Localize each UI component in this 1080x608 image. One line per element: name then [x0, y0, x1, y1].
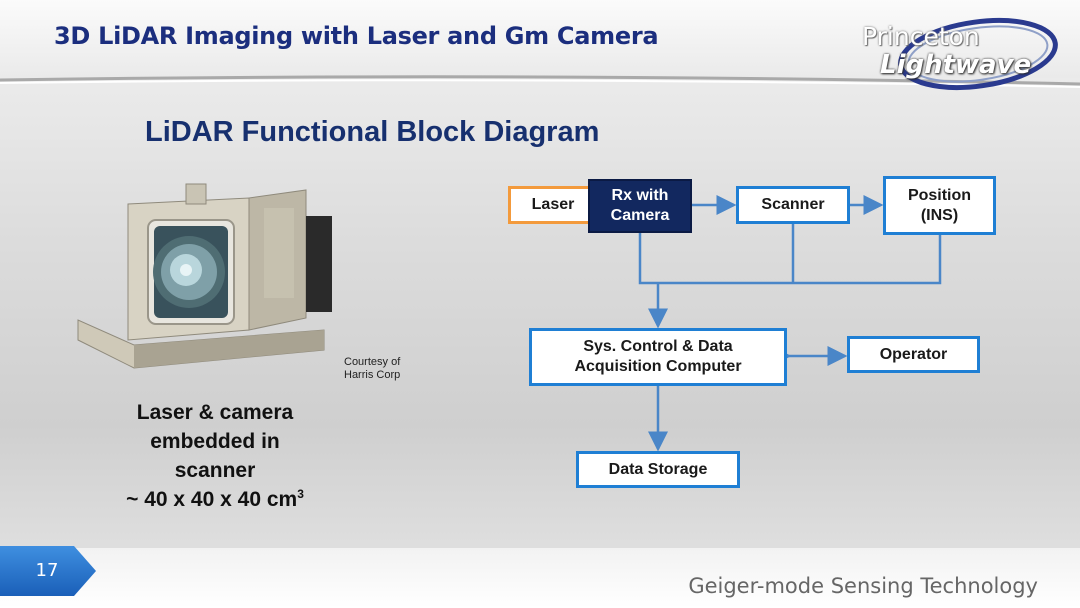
- block-laser: Laser: [508, 186, 598, 224]
- footer-tagline: Geiger-mode Sensing Technology: [688, 574, 1038, 598]
- block-position-ins: Position (INS): [883, 176, 996, 235]
- page-number: 17: [35, 560, 59, 581]
- page-number-tab: [0, 546, 96, 596]
- lidar-scanner-photo: [77, 183, 332, 369]
- block-laser-label: Laser: [531, 196, 575, 213]
- caption-line1: Laser & camera: [136, 401, 294, 424]
- princeton-lightwave-logo: Princeton Lightwave: [850, 8, 1064, 98]
- logo-swoosh-icon: [898, 18, 1058, 90]
- block-scanner-label: Scanner: [761, 196, 825, 213]
- block-scanner: Scanner: [736, 186, 850, 224]
- photo-credit: Courtesy of Harris Corp: [344, 356, 400, 382]
- block-syscontrol-label-line1: Sys. Control & Data: [583, 338, 733, 355]
- block-rx-label-line2: Camera: [610, 207, 670, 224]
- block-operator-label: Operator: [879, 345, 948, 363]
- photo-credit-line2: Harris Corp: [344, 369, 401, 381]
- caption-line3: scanner: [174, 459, 256, 482]
- caption-dimensions: ~ 40 x 40 x 40 cm: [126, 488, 298, 511]
- block-storage-label: Data Storage: [608, 460, 708, 478]
- block-rx-camera: Rx with Camera: [588, 179, 692, 233]
- footer-band: [0, 548, 1080, 608]
- diagram-title: LiDAR Functional Block Diagram: [145, 116, 600, 148]
- logo-text-princeton: Princeton: [862, 22, 980, 51]
- block-operator: Operator: [847, 336, 980, 373]
- scanner-caption: Laser & camera embedded in scanner ~ 40 …: [100, 398, 330, 514]
- block-position-label-line1: Position: [907, 186, 972, 204]
- caption-line2: embedded in: [150, 430, 280, 453]
- caption-line4: ~ 40 x 40 x 40 cm3: [100, 485, 330, 514]
- block-data-storage: Data Storage: [576, 451, 740, 488]
- caption-cubic-superscript: 3: [297, 487, 304, 501]
- photo-credit-line1: Courtesy of: [344, 356, 401, 368]
- block-position-label-line2: (INS): [920, 206, 959, 224]
- block-rx-label-line1: Rx with: [611, 187, 669, 204]
- block-sys-control-computer: Sys. Control & Data Acquisition Computer: [529, 328, 787, 386]
- block-syscontrol-label-line2: Acquisition Computer: [574, 358, 742, 375]
- slide-title: 3D LiDAR Imaging with Laser and Gm Camer…: [54, 22, 659, 50]
- logo-text-lightwave: Lightwave: [880, 50, 1032, 80]
- line-rx-bus: [638, 233, 942, 285]
